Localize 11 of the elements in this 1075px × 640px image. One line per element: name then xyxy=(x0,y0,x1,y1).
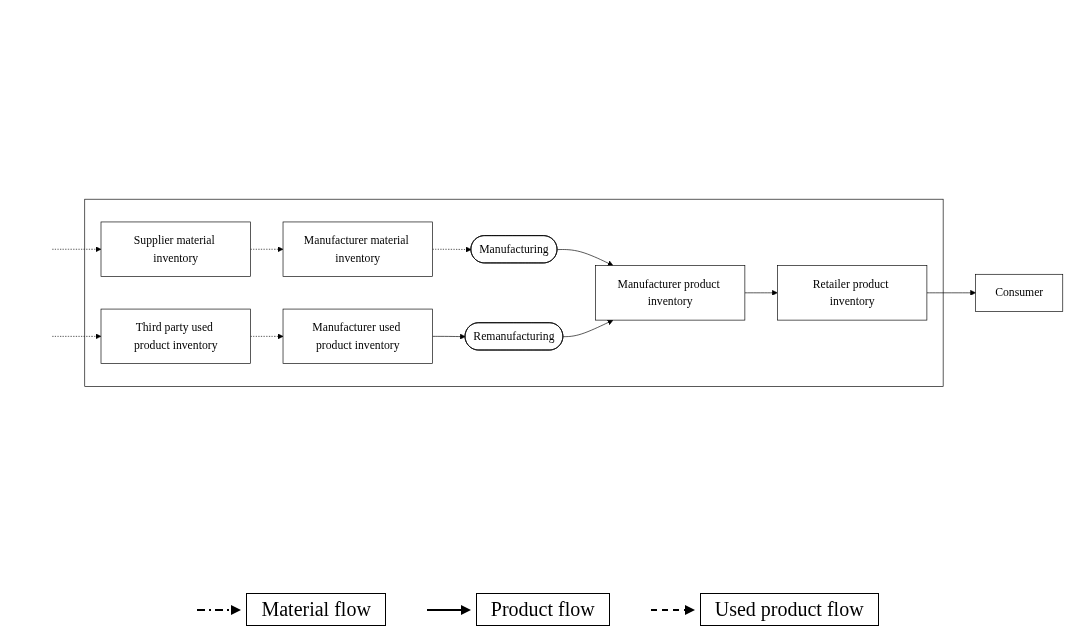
legend-label: Material flow xyxy=(246,593,386,626)
legend-label: Product flow xyxy=(475,593,610,626)
node-box: Supplier material inventory xyxy=(100,221,251,277)
node-box: Retailer product inventory xyxy=(776,264,927,321)
node-box: Consumer xyxy=(974,273,1063,312)
legend-label: Used product flow xyxy=(699,593,879,626)
node-box: Manufacturer product inventory xyxy=(594,264,745,321)
cluster xyxy=(83,198,943,387)
node-box: Manufacturer used product inventory xyxy=(282,308,433,364)
node-box: Manufacturer material inventory xyxy=(282,221,433,277)
node-box: Third party used product inventory xyxy=(100,308,251,364)
